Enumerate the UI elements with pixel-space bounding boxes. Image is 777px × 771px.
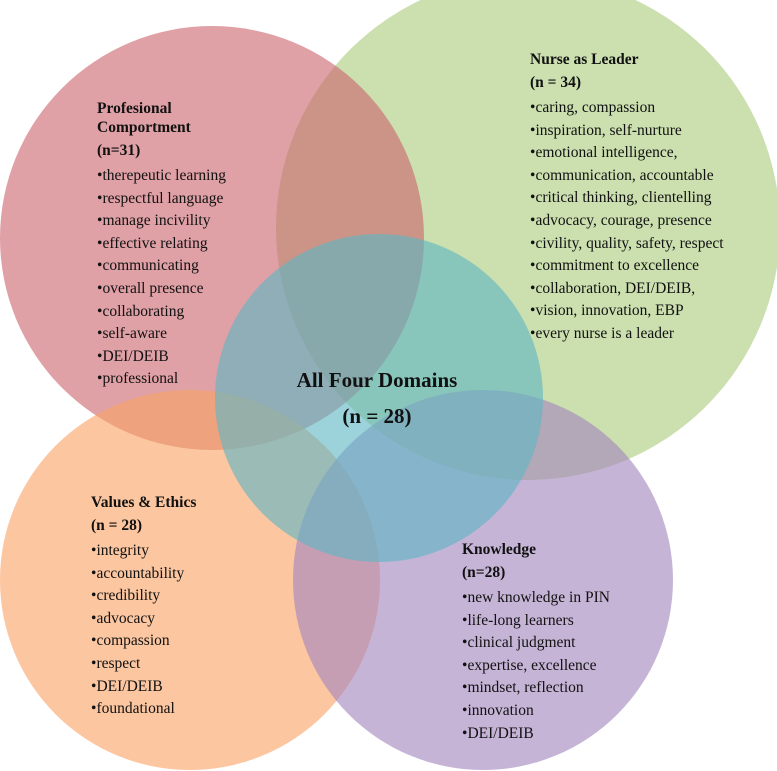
nurse-as-leader-block: Nurse as Leader (n = 34) caring, compass…: [530, 50, 724, 346]
list-item: advocacy: [91, 608, 196, 631]
values-list: integrityaccountabilitycredibilityadvoca…: [91, 540, 196, 721]
list-item: vision, innovation, EBP: [530, 300, 724, 323]
list-item: innovation: [462, 700, 610, 723]
knowledge-list: new knowledge in PINlife-long learnerscl…: [462, 587, 610, 745]
list-item: respectful language: [97, 188, 226, 211]
list-item: mindset, reflection: [462, 677, 610, 700]
knowledge-count: (n=28): [462, 564, 506, 581]
list-item: communicating: [97, 255, 226, 278]
list-item: DEI/DEIB: [462, 723, 610, 746]
list-item: DEI/DEIB: [91, 676, 196, 699]
list-item: integrity: [91, 540, 196, 563]
list-item: foundational: [91, 698, 196, 721]
leader-count: (n = 34): [530, 74, 582, 91]
list-item: communication, accountable: [530, 165, 724, 188]
knowledge-block: Knowledge (n=28) new knowledge in PINlif…: [462, 540, 610, 745]
circle-all-four-domains: [215, 234, 543, 562]
professional-title-line1: Profesional: [97, 100, 172, 117]
list-item: new knowledge in PIN: [462, 587, 610, 610]
all-four-domains-block: All Four Domains (n = 28): [259, 367, 495, 429]
list-item: DEI/DEIB: [97, 346, 226, 369]
list-item: professional: [97, 368, 226, 391]
list-item: civility, quality, safety, respect: [530, 233, 723, 256]
professional-list: therepeutic learningrespectful languagem…: [97, 165, 226, 391]
knowledge-title: Knowledge: [462, 541, 537, 558]
list-item: life-long learners: [462, 610, 610, 633]
list-item: clinical judgment: [462, 632, 610, 655]
list-item: therepeutic learning: [97, 165, 226, 188]
list-item: expertise, excellence: [462, 655, 610, 678]
values-title: Values & Ethics: [91, 494, 197, 511]
center-title: All Four Domains: [296, 368, 458, 392]
list-item: manage incivility: [97, 210, 226, 233]
list-item: caring, compassion: [530, 97, 724, 120]
list-item: every nurse is a leader: [530, 323, 724, 346]
list-item: advocacy, courage, presence: [530, 210, 724, 233]
list-item: critical thinking, clientelling: [530, 187, 724, 210]
values-count: (n = 28): [91, 517, 143, 534]
list-item: respect: [91, 653, 196, 676]
list-item: compassion: [91, 630, 196, 653]
list-item: credibility: [91, 585, 196, 608]
list-item: self-aware: [97, 323, 226, 346]
list-item: collaborating: [97, 301, 226, 324]
leader-list: caring, compassioninspiration, self-nurt…: [530, 97, 724, 346]
list-item: emotional intelligence,: [530, 142, 724, 165]
list-item: overall presence: [97, 278, 226, 301]
professional-count: (n=31): [97, 142, 141, 159]
list-item: inspiration, self-nurture: [530, 120, 724, 143]
center-count: (n = 28): [342, 404, 412, 428]
leader-title: Nurse as Leader: [530, 51, 639, 68]
list-item: effective relating: [97, 233, 226, 256]
professional-title-line2: Comportment: [97, 119, 191, 136]
list-item: collaboration, DEI/DEIB,: [530, 278, 724, 301]
values-ethics-block: Values & Ethics (n = 28) integrityaccoun…: [91, 493, 196, 721]
list-item: commitment to excellence: [530, 255, 724, 278]
professional-comportment-block: Profesional Comportment (n=31) therepeut…: [97, 99, 226, 391]
list-item: accountability: [91, 563, 196, 586]
